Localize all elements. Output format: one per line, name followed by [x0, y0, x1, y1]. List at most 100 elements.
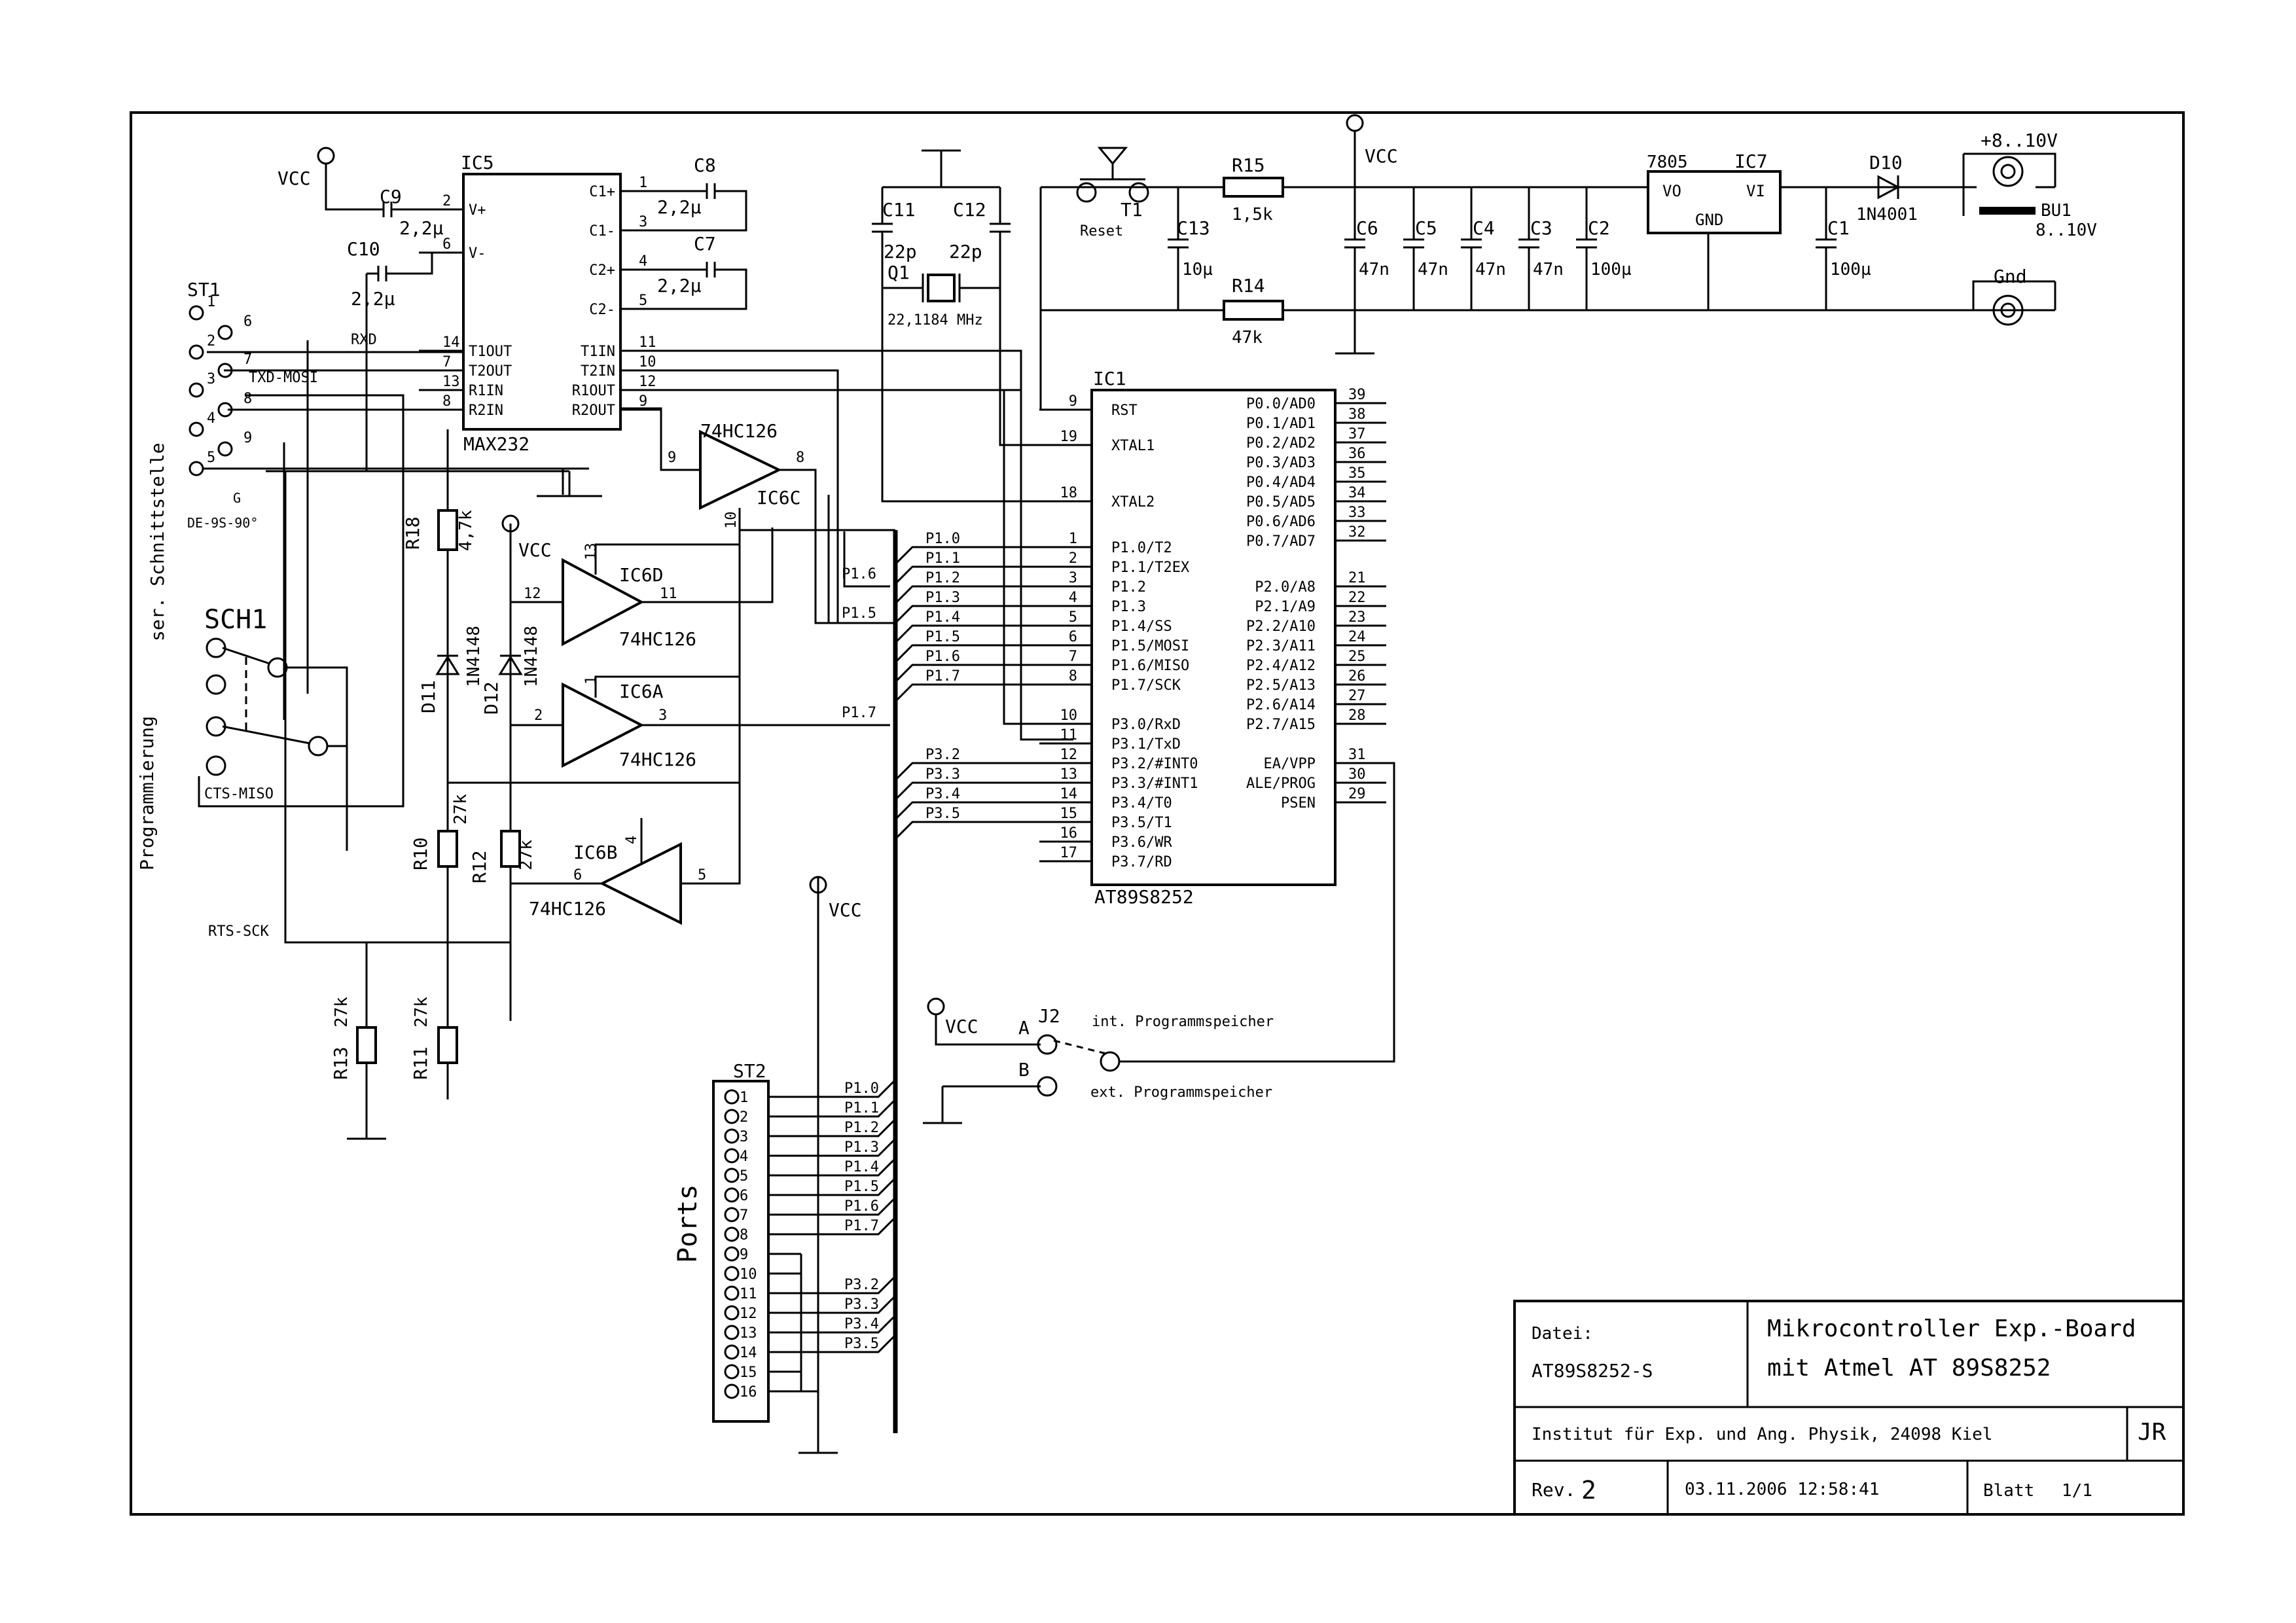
regulator-vi: VI: [1746, 182, 1765, 200]
rev-label: Rev.: [1532, 1479, 1575, 1501]
c13-ref: C13: [1177, 217, 1210, 239]
ic5-pin-number: 12: [639, 374, 656, 390]
st2-pin-number: 1: [740, 1090, 748, 1106]
ic1-ref: IC1: [1093, 368, 1126, 389]
st2-pin: [724, 1226, 740, 1242]
bus-net-label: P1.4: [925, 609, 960, 626]
bus-net-label: P1.6: [925, 649, 960, 665]
r10-value: 27k: [451, 794, 471, 825]
st2-ref: ST2: [733, 1060, 766, 1082]
c2-ref: C2: [1588, 217, 1610, 239]
sch1-mode-label: Programmierung: [136, 716, 158, 870]
sch1-switch[interactable]: SCH1 Programmierung: [136, 605, 348, 870]
j2-jumper[interactable]: VCC A B J2 int. Programmspeicher ext. Pr…: [923, 762, 1395, 1124]
r12-resistor: [500, 830, 521, 868]
r14-value: 47k: [1232, 328, 1263, 348]
bus-net-label: P1.0: [925, 531, 960, 547]
datei-label: Datei:: [1532, 1324, 1593, 1344]
regulator-ref: IC7: [1734, 151, 1768, 172]
r1out-wire: [661, 389, 1073, 725]
c3-value: 47n: [1533, 260, 1564, 279]
ic1-pin-name: XTAL1: [1111, 438, 1155, 454]
ic1-pin-name: P1.0/T2: [1111, 540, 1172, 556]
bus-net-label: P1.7: [925, 668, 960, 685]
ic1-pin-name: P2.3/A11: [1246, 638, 1316, 654]
ic1-pin-number: 16: [1060, 825, 1078, 842]
c12-ref: C12: [953, 199, 986, 221]
bus-tap-p1-6: P1.6: [842, 566, 876, 582]
ic1-pin-number: 39: [1348, 387, 1366, 403]
r15-value: 1,5k: [1232, 205, 1273, 224]
ic1-pin-number: 37: [1348, 426, 1366, 442]
j2-pin-a: A: [1018, 1017, 1030, 1039]
c10-value: 2,2µ: [351, 288, 395, 310]
st2-net-label: P1.7: [844, 1218, 879, 1234]
c1-ref: C1: [1827, 217, 1850, 239]
ic5-pin-number: 1: [639, 175, 647, 191]
r14-ref: R14: [1232, 275, 1265, 296]
reset-contact-a: [1076, 182, 1097, 203]
ic5-pin-name: T1OUT: [469, 344, 512, 360]
power-supply: VCC R15 1,5k R14 47k C13 10µ C6 47n C5 4…: [1041, 114, 2097, 355]
st2-pin: [724, 1325, 740, 1340]
st2-body: [712, 1080, 770, 1423]
ic1-pin-number: 10: [1060, 707, 1078, 724]
c7-ref: C7: [694, 233, 716, 255]
ic1-body: [1090, 389, 1336, 886]
d12-ref: D12: [480, 681, 502, 715]
c5-ref: C5: [1415, 217, 1437, 239]
crystal-q1: [927, 274, 956, 302]
ic6b-type: 74HC126: [529, 898, 606, 919]
ic1-pin-name: P2.0/A8: [1255, 579, 1316, 596]
st2-ports-header: ST2 Ports 1P1.02P1.13P1.24P1.35P1.46P1.5…: [673, 876, 897, 1454]
ic6c-ref: IC6C: [757, 487, 800, 508]
ic1-pin-name: P1.7/SCK: [1111, 677, 1181, 694]
max232-right-pins: 1C1+3C1-4C2+5C2-11T1IN10T2IN12R1OUT9R2OU…: [572, 175, 1073, 741]
ic1-pin-number: 31: [1348, 747, 1366, 763]
ic1-pin-name: P1.6/MISO: [1111, 658, 1189, 674]
st2-gnd-wire: [800, 1254, 818, 1393]
c9-value: 2,2µ: [399, 217, 444, 239]
st1-pin-number: 1: [207, 294, 215, 310]
ic1-pin-number: 28: [1348, 707, 1366, 724]
r18-ref: R18: [402, 516, 423, 550]
st2-bus-entry: [768, 1334, 897, 1353]
decoupling-caps: [1168, 187, 1837, 310]
rxd-net: RXD: [351, 332, 377, 348]
r18-resistor: [437, 509, 458, 551]
bus-tap-p1-7: P1.7: [842, 705, 876, 721]
ic1-pin-number: 8: [1069, 668, 1077, 685]
ic1-pin-name: P3.2/#INT0: [1111, 756, 1198, 772]
ic1-pin-number: 3: [1069, 570, 1077, 586]
ic1-pin-number: 36: [1348, 446, 1366, 462]
ic1-pin-name: PSEN: [1281, 795, 1316, 812]
bus-entry: [894, 565, 1039, 585]
st2-net-label: P1.4: [844, 1159, 879, 1175]
st1-header: ser. Schnittstelle: [147, 443, 168, 641]
ic6b-oe-pin: 4: [624, 836, 640, 844]
r18-value: 4,7k: [456, 510, 476, 551]
reset-button[interactable]: [1080, 147, 1145, 181]
max232-ic5: IC5 MAX232 2V+6V-14T1OUT7T2OUT13R1IN8R2I…: [278, 147, 1073, 741]
blatt-value: 1/1: [2062, 1481, 2092, 1501]
rev-value: 2: [1581, 1476, 1596, 1505]
sheet-frame: [130, 111, 2185, 1516]
d12-type: 1N4148: [522, 626, 541, 687]
c5-value: 47n: [1418, 260, 1448, 279]
bu1-barrel-jack: [1979, 207, 2036, 215]
ic1-pin-number: 1: [1069, 531, 1077, 547]
ic1-pin-number: 15: [1060, 806, 1078, 822]
st2-pin-number: 8: [740, 1227, 748, 1243]
st2-pin-number: 14: [740, 1345, 757, 1361]
ic5-pin-number: 6: [442, 236, 451, 253]
bus-entry: [894, 762, 1039, 781]
st2-bus-entry: [768, 1177, 897, 1196]
st2-pin-number: 9: [740, 1247, 748, 1263]
st2-bus-entry: [768, 1294, 897, 1314]
ic1-right-pins: 39P0.0/AD038P0.1/AD137P0.2/AD236P0.3/AD3…: [1246, 387, 1386, 812]
buffers-74hc126: 74HC126 IC6C IC6D 74HC126 IC6A 74HC126 I…: [446, 407, 895, 925]
ic5-pin-number: 2: [442, 193, 451, 209]
ic1-pin-name: P0.6/AD6: [1246, 514, 1316, 530]
reset-contact-b: [1128, 182, 1149, 203]
st2-pin-number: 4: [740, 1149, 748, 1165]
